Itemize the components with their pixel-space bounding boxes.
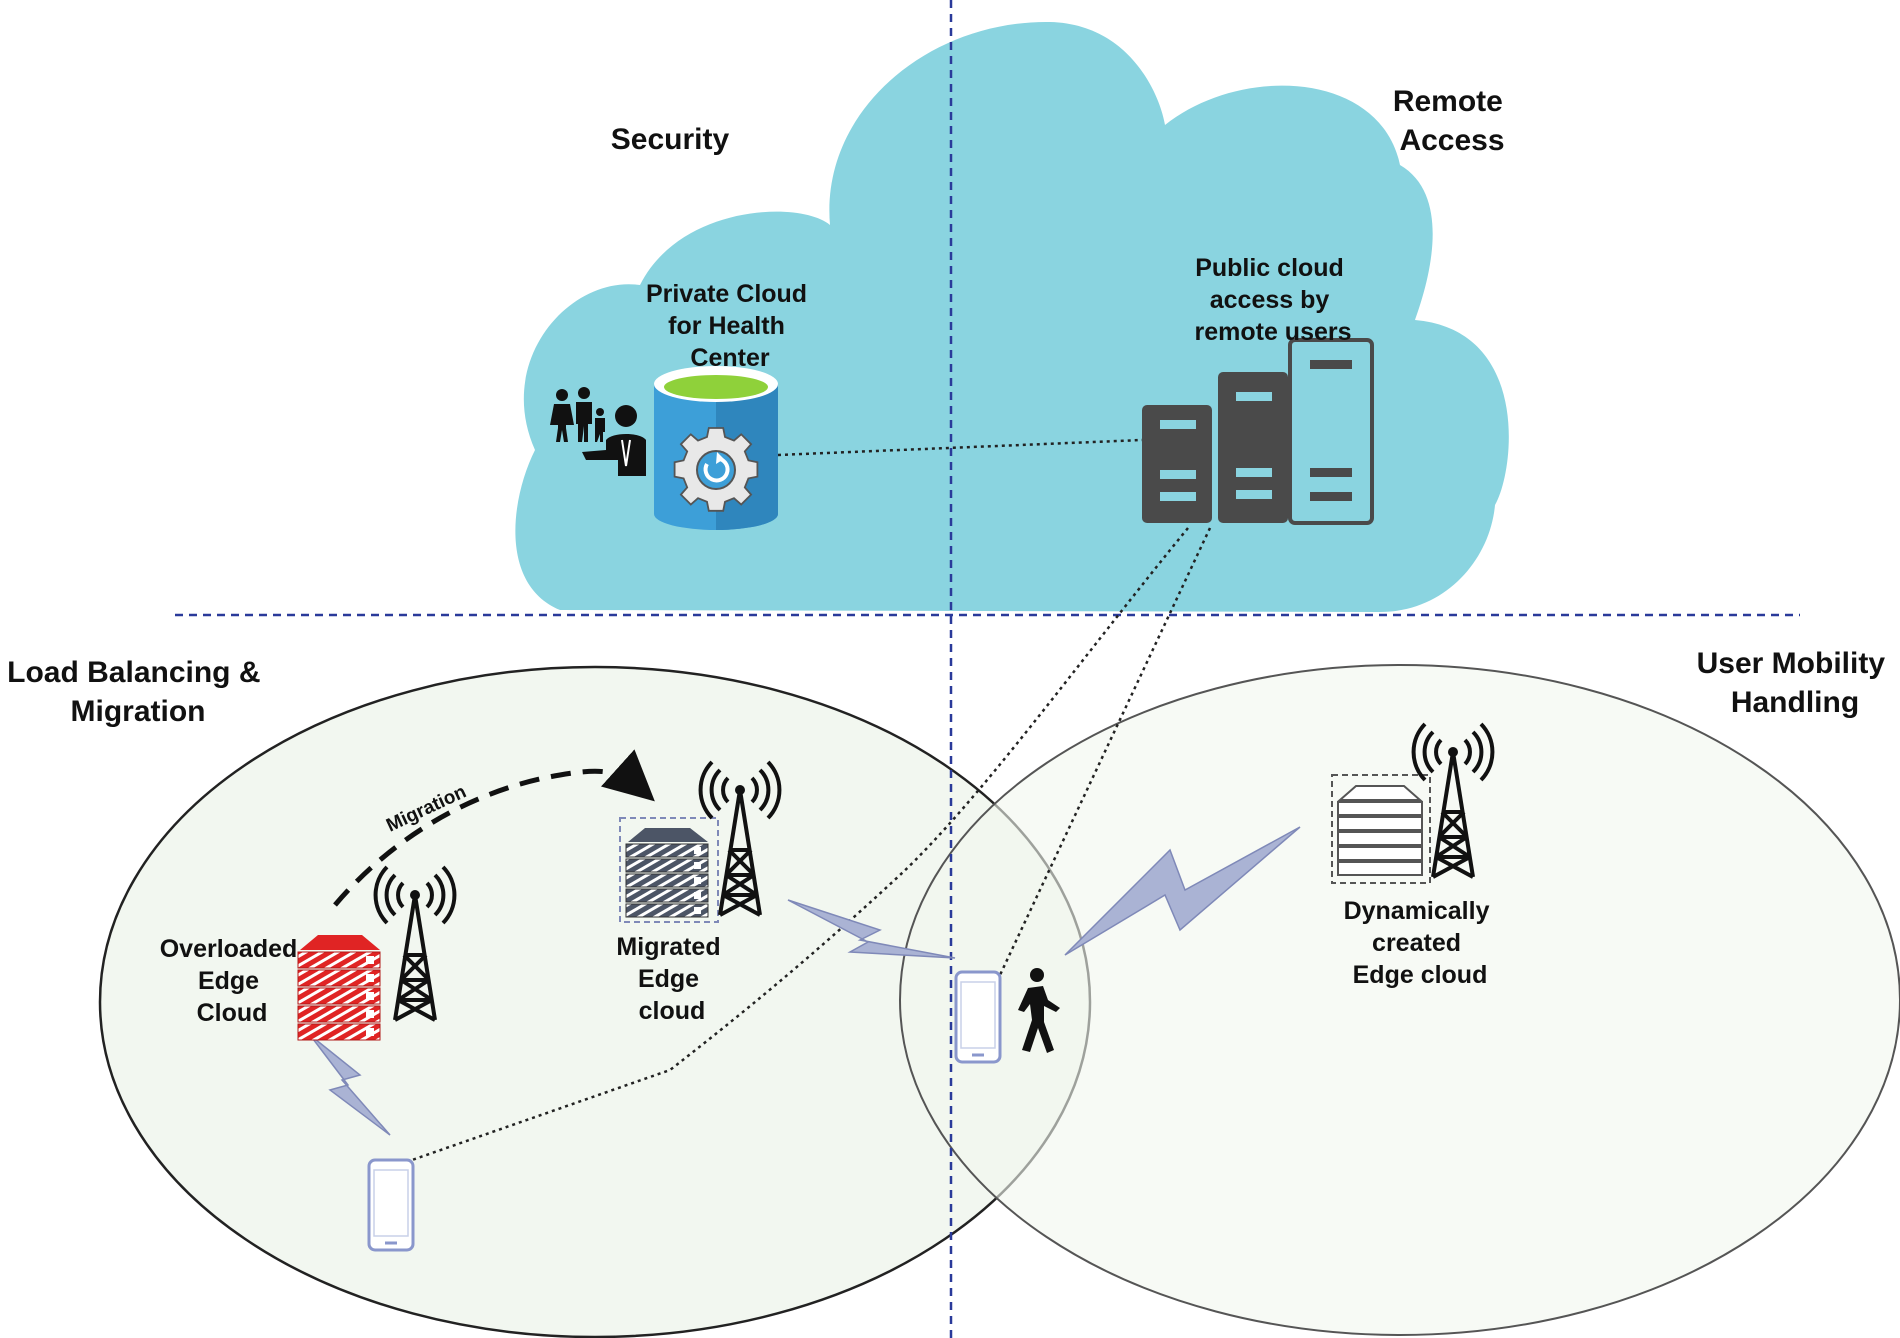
security-title: Security [611, 123, 730, 156]
doctor-icon [582, 405, 646, 476]
migrated-edge-line-3: cloud [639, 997, 706, 1025]
dynamic-edge-server-icon [1331, 774, 1431, 884]
database-gear-icon [654, 366, 778, 530]
private-cloud-line-1: Private Cloud [646, 280, 807, 308]
server-rack-icon [1142, 338, 1374, 525]
public-cloud-line-2: access by [1210, 286, 1330, 314]
private-cloud-line-3: Center [690, 344, 769, 372]
public-cloud-label: Public cloud access by remote users [1194, 254, 1351, 346]
walking-person-icon [1018, 968, 1060, 1053]
load-balancing-line-2: Migration [71, 695, 206, 728]
dynamic-edge-line-3: Edge cloud [1353, 961, 1488, 989]
user-mobility-region [899, 664, 1900, 1336]
dynamic-edge-line-2: created [1372, 929, 1461, 957]
private-cloud-line-2: for Health [668, 312, 785, 340]
overloaded-edge-line-1: Overloaded [160, 935, 298, 963]
dynamic-edge-label: Dynamically created Edge cloud [1344, 897, 1497, 989]
overloaded-edge-server-icon [297, 935, 381, 1041]
overloaded-edge-line-2: Edge [198, 967, 259, 995]
remote-access-title: Remote Access [1393, 85, 1511, 157]
servers-to-left-phone-link [411, 527, 1189, 1162]
public-cloud-line-1: Public cloud [1195, 254, 1344, 282]
servers-to-center-phone-link [998, 527, 1212, 976]
user-mobility-line-1: User Mobility [1697, 647, 1886, 680]
overloaded-edge-label: Overloaded Edge Cloud [160, 935, 305, 1027]
migrated-edge-line-2: Edge [638, 965, 699, 993]
migrated-edge-label: Migrated Edge cloud [616, 933, 727, 1025]
remote-access-line-2: Access [1399, 124, 1504, 157]
public-cloud-line-3: remote users [1194, 318, 1351, 346]
lightning-icon [309, 1034, 391, 1136]
migrated-edge-line-1: Migrated [616, 933, 720, 961]
user-mobility-line-2: Handling [1731, 686, 1859, 719]
dynamic-edge-line-1: Dynamically [1344, 897, 1490, 925]
lightning-icon [787, 899, 956, 959]
migration-arrow [333, 749, 655, 907]
lightning-icon [1064, 826, 1301, 956]
migrated-edge-server-icon [619, 817, 719, 923]
user-mobility-title: User Mobility Handling [1697, 647, 1894, 719]
db-to-servers-link [777, 438, 1143, 457]
family-icon [550, 387, 605, 442]
remote-access-line-1: Remote [1393, 85, 1503, 118]
load-balancing-line-1: Load Balancing & [7, 656, 260, 689]
overloaded-edge-line-3: Cloud [197, 999, 268, 1027]
private-cloud-label: Private Cloud for Health Center [646, 280, 814, 372]
smartphone-icon [954, 970, 1002, 1064]
smartphone-icon [367, 1158, 415, 1252]
load-balancing-title: Load Balancing & Migration [7, 656, 269, 728]
